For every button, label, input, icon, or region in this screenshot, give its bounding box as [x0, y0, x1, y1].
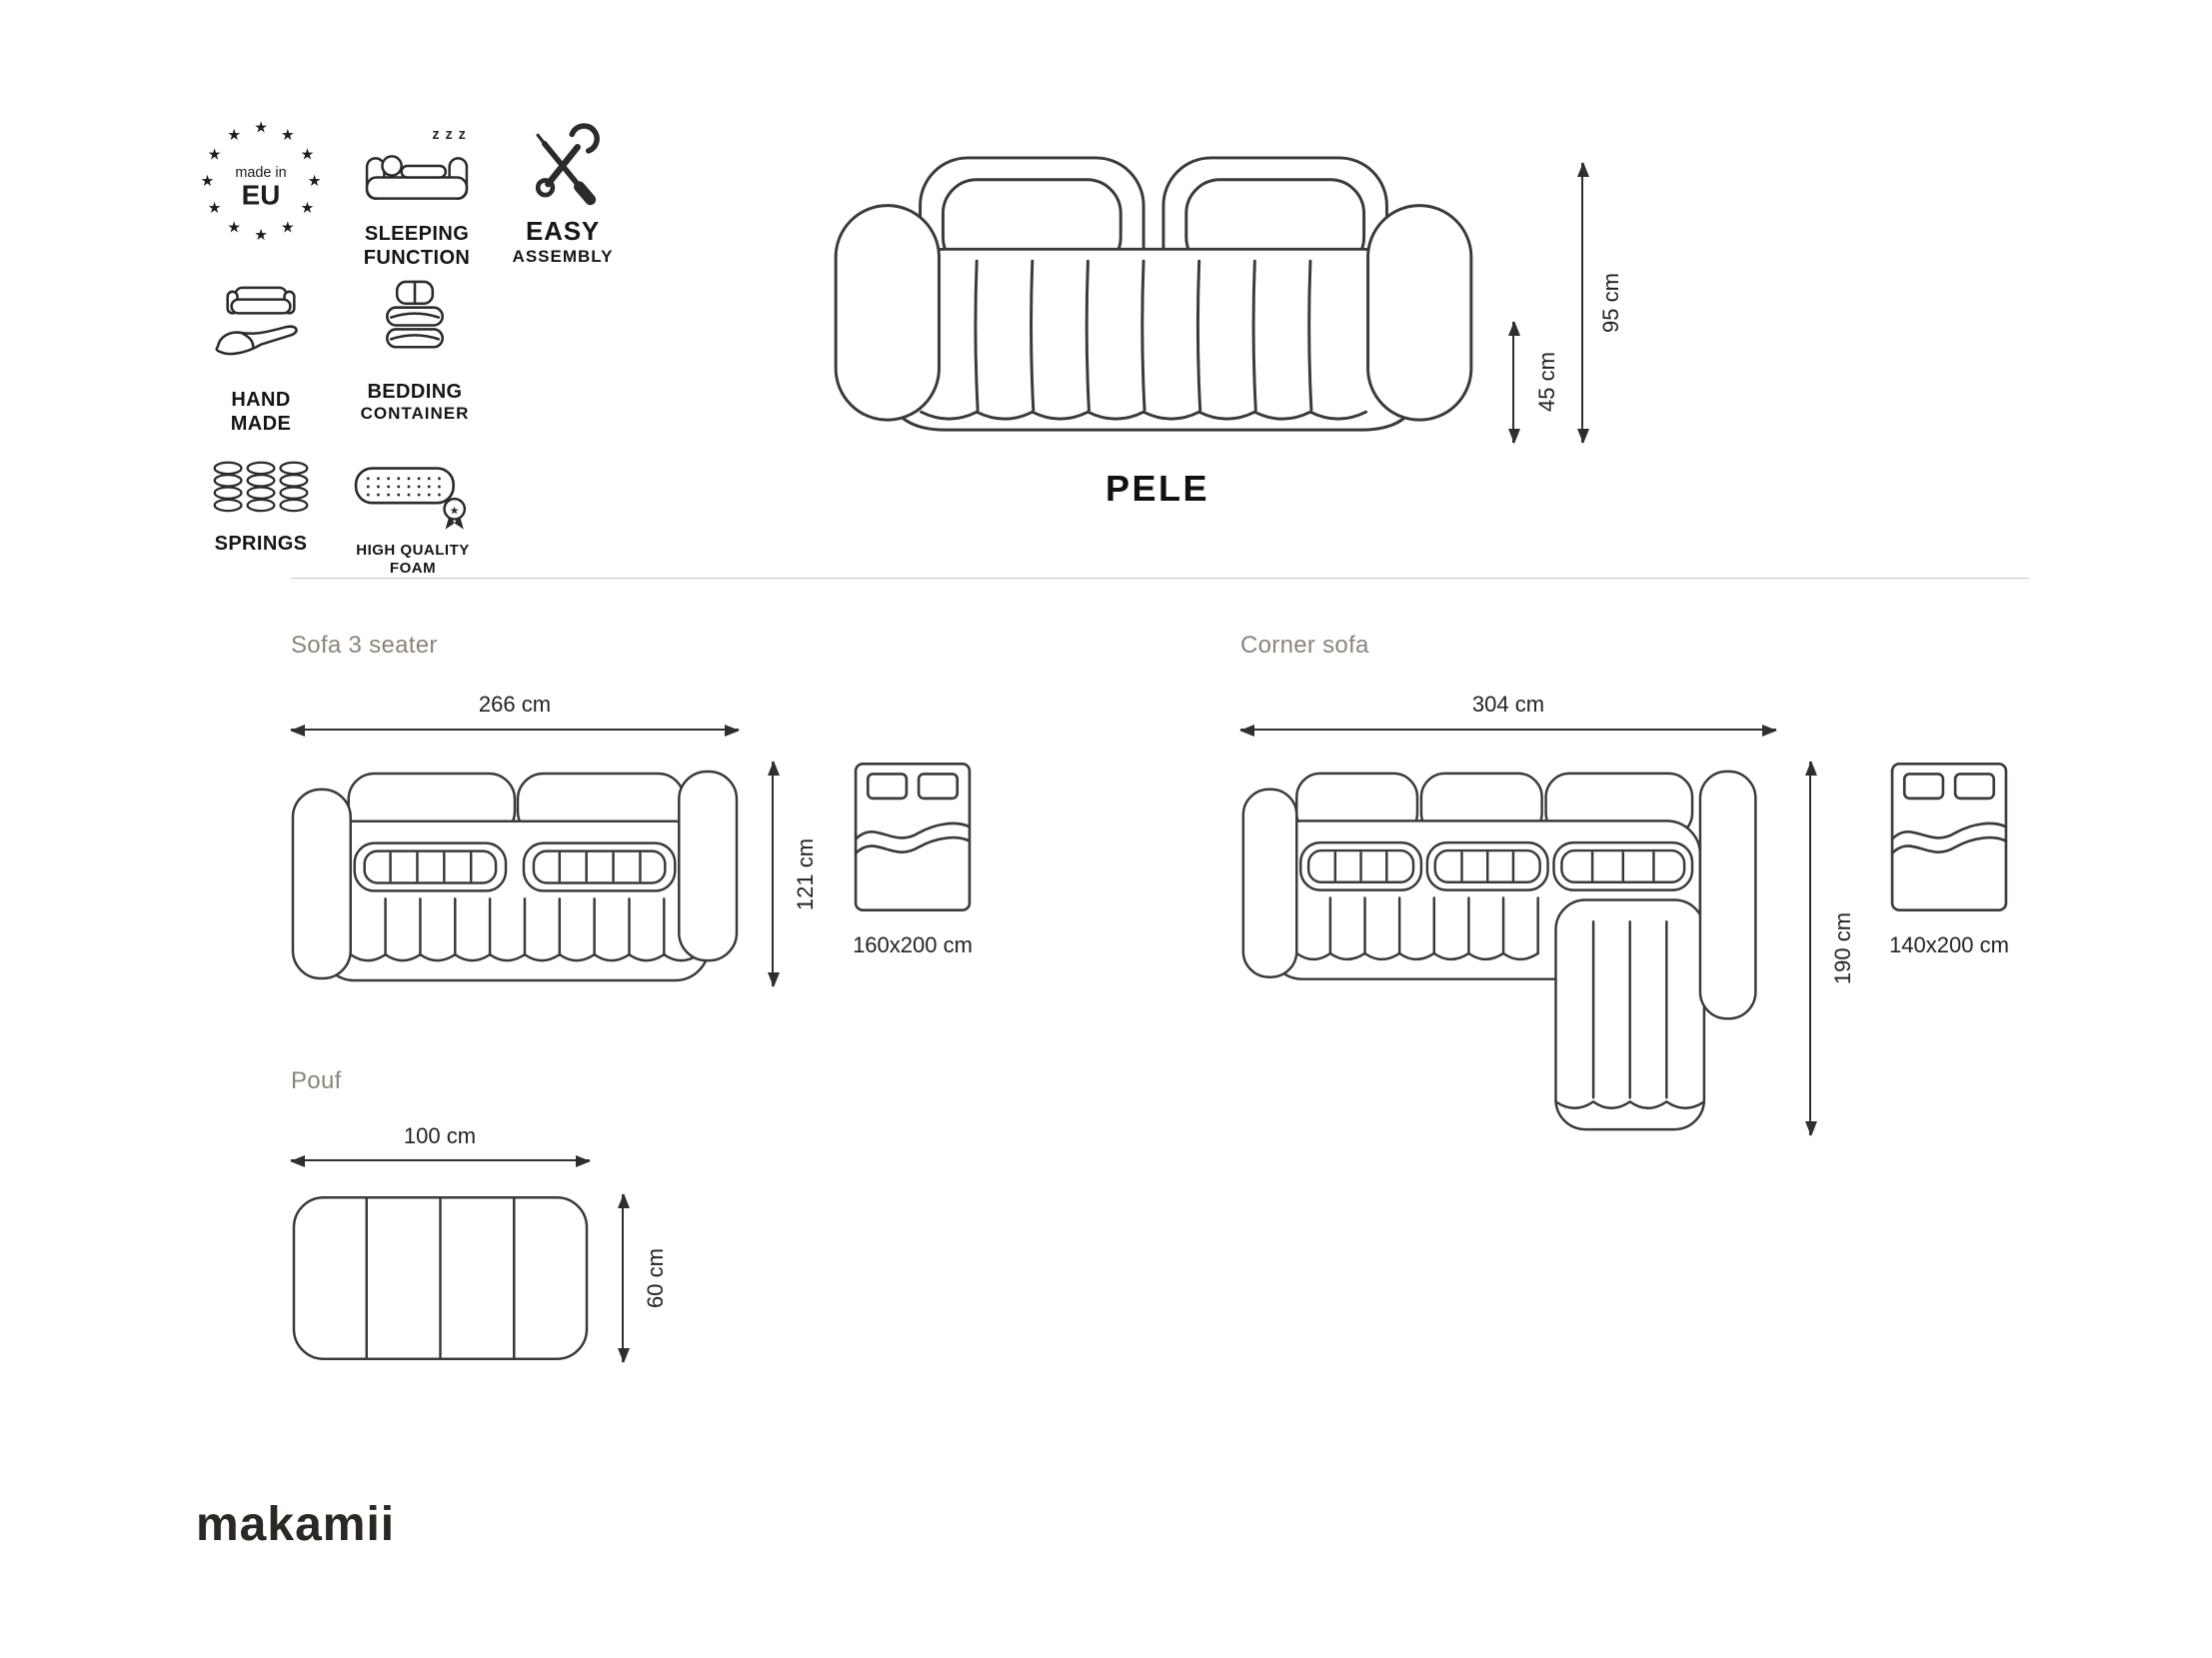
svg-text:★: ★ [254, 227, 268, 244]
sleeping-function-icon: z z z [365, 127, 469, 200]
feature-springs: SPRINGS [193, 452, 329, 556]
seat-height-dimension-label: 45 cm [1534, 352, 1559, 412]
total-height-dimension [1577, 162, 1589, 444]
section-title-corner-sofa: Corner sofa [1240, 632, 1369, 659]
eu-label: EU [242, 180, 281, 211]
feature-label: ASSEMBLY [512, 247, 614, 267]
sofa-3-seater-top-view [291, 770, 739, 982]
seat-height-dimension [1508, 321, 1520, 444]
svg-text:★: ★ [254, 120, 268, 137]
svg-text:★: ★ [450, 505, 460, 517]
feature-label: SLEEPING FUNCTION [363, 223, 471, 269]
svg-text:★: ★ [227, 220, 241, 237]
pouf-width-label: 100 cm [403, 1123, 477, 1148]
sofa-front-view-drawing [834, 156, 1473, 432]
feature-label: BEDDING [367, 381, 463, 403]
feature-label: HIGH QUALITY [356, 542, 470, 559]
pouf-top-view [292, 1196, 589, 1360]
corner-bed-size-label: 140x200 cm [1889, 932, 2009, 957]
brand-logo: makamii [196, 1498, 396, 1551]
product-name: PELE [1105, 468, 1210, 509]
corner-depth-dimension [1805, 761, 1817, 1136]
bedding-container-icon [386, 280, 444, 349]
sofa3-depth-dimension-label: 121 cm [793, 837, 818, 911]
corner-sofa-top-view [1241, 770, 1757, 1131]
feature-made-in-eu: ★ ★ ★ ★ ★ ★ ★ ★ ★ ★ ★ ★ made in EU [193, 114, 329, 248]
svg-text:★: ★ [308, 173, 322, 190]
sofa3-bed-size-label: 160x200 cm [853, 932, 973, 957]
sofa3-width-label: 266 cm [478, 692, 552, 717]
corner-bed-icon [1890, 762, 2008, 912]
svg-text:★: ★ [208, 200, 222, 217]
corner-width-dimension [1239, 725, 1777, 737]
section-title-sofa-3-seater: Sofa 3 seater [291, 632, 438, 659]
divider [291, 578, 2029, 579]
pouf-depth-dimension [618, 1193, 630, 1363]
feature-label: EASY [525, 216, 600, 246]
feature-high-quality-foam: ★ HIGH QUALITY FOAM [338, 452, 488, 578]
pouf-depth-dimension-label: 60 cm [643, 1248, 668, 1308]
svg-text:★: ★ [300, 146, 314, 163]
feature-label: SPRINGS [214, 533, 308, 555]
section-title-pouf: Pouf [291, 1067, 342, 1094]
corner-width-label: 304 cm [1471, 692, 1545, 717]
svg-text:★: ★ [200, 173, 214, 190]
high-quality-foam-icon: ★ [354, 467, 467, 530]
sofa3-bed-icon [854, 762, 972, 912]
feature-sleeping-function: z z z SLEEPING FUNCTION [342, 118, 492, 270]
made-in-eu-icon: ★ ★ ★ ★ ★ ★ ★ ★ ★ ★ ★ ★ made in EU [200, 120, 322, 244]
pouf-width-dimension [290, 1155, 591, 1167]
svg-text:★: ★ [227, 127, 241, 144]
feature-hand-made: HAND MADE [193, 282, 329, 436]
hand-made-icon [215, 286, 298, 356]
made-in-label: made in [235, 165, 286, 181]
svg-text:★: ★ [300, 200, 314, 217]
easy-assembly-icon [535, 123, 600, 206]
svg-text:★: ★ [281, 220, 295, 237]
feature-easy-assembly: EASY ASSEMBLY [498, 116, 628, 268]
feature-bedding-container: BEDDING CONTAINER [345, 278, 485, 424]
springs-icon [213, 461, 309, 513]
feature-label: HAND MADE [230, 389, 292, 435]
total-height-dimension-label: 95 cm [1598, 273, 1623, 333]
sofa3-width-dimension [290, 725, 740, 737]
feature-label: FOAM [389, 560, 437, 577]
sofa3-depth-dimension [768, 761, 780, 987]
svg-text:★: ★ [208, 146, 222, 163]
feature-label: CONTAINER [360, 404, 470, 423]
svg-text:★: ★ [281, 127, 295, 144]
zzz-glyphs: z z z [432, 127, 466, 143]
